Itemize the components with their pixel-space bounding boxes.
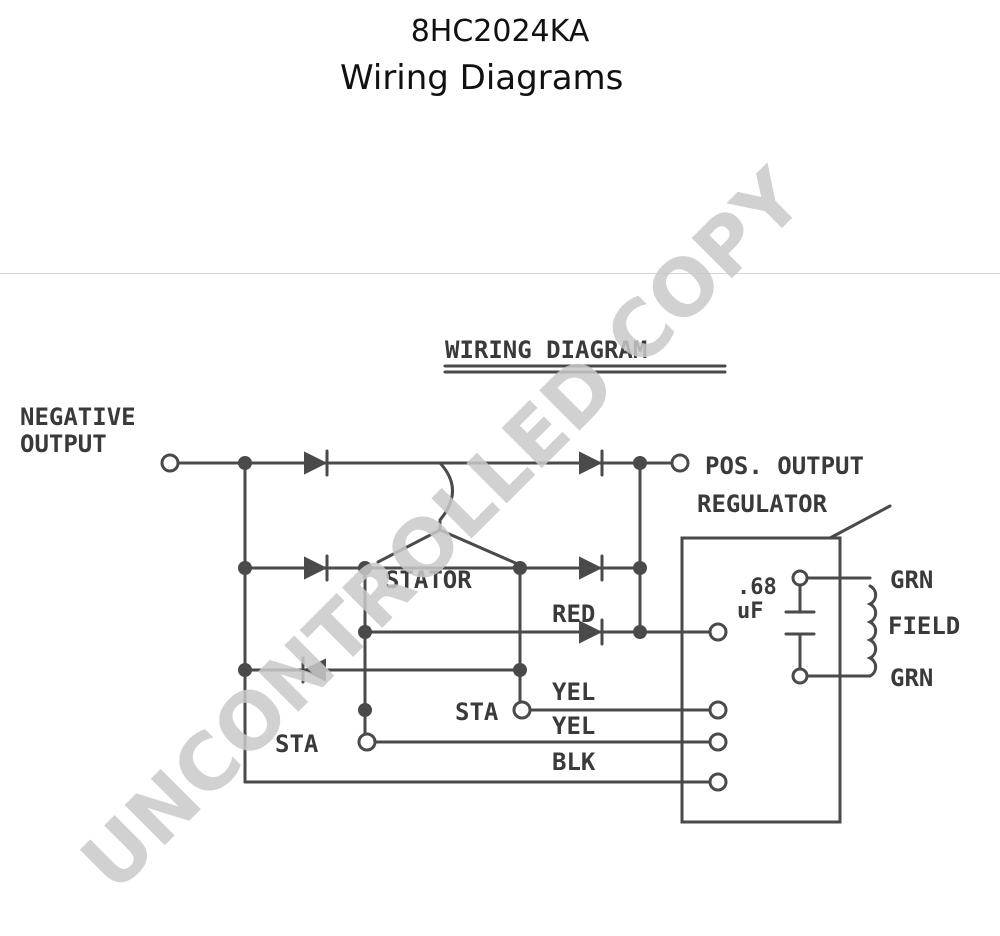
capacitor-unit: uF [737,599,764,624]
red-label: RED [552,600,595,628]
junction-dot [358,561,372,575]
page-header: 8HC2024KA Wiring Diagrams [0,0,1000,274]
part-number: 8HC2024KA [410,14,590,49]
negative-output-terminal [160,453,180,473]
capacitor-value: .68 [737,575,777,600]
grn-bottom-label: GRN [890,664,933,692]
junction-dot [238,561,252,575]
diode-6 [301,656,326,684]
yel-label-1: YEL [552,678,595,706]
negative-output-label: NEGATIVE [20,403,136,431]
field-coil [866,584,878,678]
pos-output-label: POS. OUTPUT [705,452,864,480]
junction-dot [358,625,372,639]
blk-terminal [708,732,728,752]
document-title: Wiring Diagrams [340,58,624,98]
blk-label: BLK [552,748,596,776]
field-label: FIELD [888,612,960,640]
junction-dot [238,456,252,470]
capacitor-terminal-bottom [791,667,809,685]
sta-mid-terminal [512,700,532,720]
junction-dot [633,456,647,470]
yel-label-2: YEL [552,712,595,740]
diode-3 [304,554,329,582]
sta-mid-label: STA [455,698,499,726]
diode-5 [579,618,604,646]
regulator-label: REGULATOR [697,490,828,518]
sta-left-terminal [357,732,377,752]
diode-2 [579,449,604,477]
stator-winding [376,461,522,567]
junction-dot [633,561,647,575]
header-divider [0,273,1000,274]
grn-top-label: GRN [890,566,933,594]
regulator-leader [828,504,892,540]
regulator-box [680,536,842,824]
sta-left-label: STA [275,730,319,758]
negative-output-label-2: OUTPUT [20,430,107,458]
junction-dot [358,703,372,717]
uncontrolled-copy-watermark: UNCONTROLLED COPY [65,152,822,909]
red-terminal [708,622,728,642]
junction-dot [633,625,647,639]
capacitor-terminal-top [791,569,809,587]
junction-dot [513,561,527,575]
diagram-heading: WIRING DIAGRAM [445,336,647,364]
pos-output-terminal [670,453,690,473]
junction-dot [238,663,252,677]
ground-terminal [708,772,728,792]
stator-label: STATOR [385,566,472,594]
diode-1 [304,449,329,477]
junction-dot [513,663,527,677]
yel-terminal [708,700,728,720]
diode-4 [579,554,604,582]
